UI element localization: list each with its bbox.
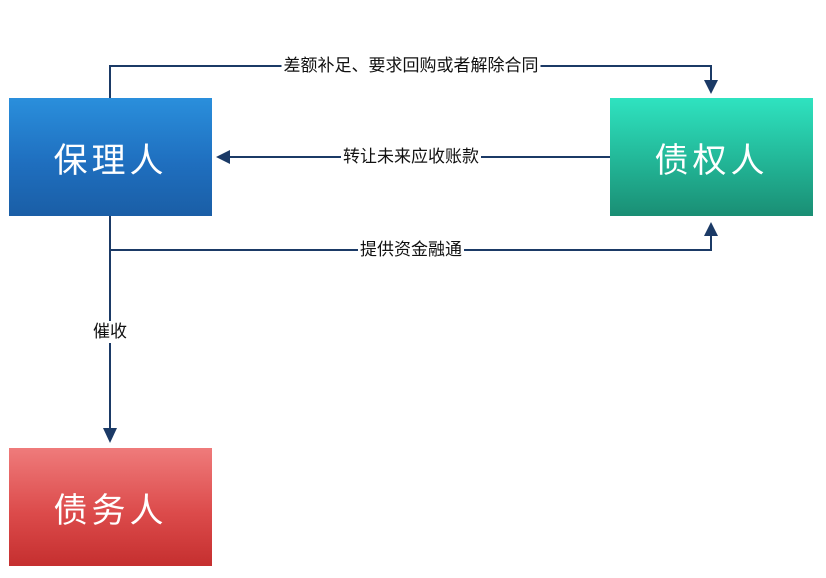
node-factor-label: 保理人 [53, 140, 168, 181]
edge-label-lower: 提供资金融通 [358, 239, 464, 261]
node-factor: 保理人 [9, 98, 212, 216]
arrowhead-creditor-bottom [704, 222, 718, 236]
edge-label-collect: 催收 [91, 321, 129, 343]
edge-label-top: 差额补足、要求回购或者解除合同 [281, 55, 541, 77]
node-debtor-label: 债务人 [53, 490, 168, 531]
node-debtor: 债务人 [9, 448, 212, 566]
arrowhead-debtor [103, 428, 117, 443]
edge-label-middle: 转让未来应收账款 [341, 146, 481, 168]
arrowhead-creditor-top [704, 80, 718, 94]
node-creditor-label: 债权人 [654, 140, 769, 181]
arrowhead-factor-middle [216, 150, 230, 164]
node-creditor: 债权人 [610, 98, 813, 216]
